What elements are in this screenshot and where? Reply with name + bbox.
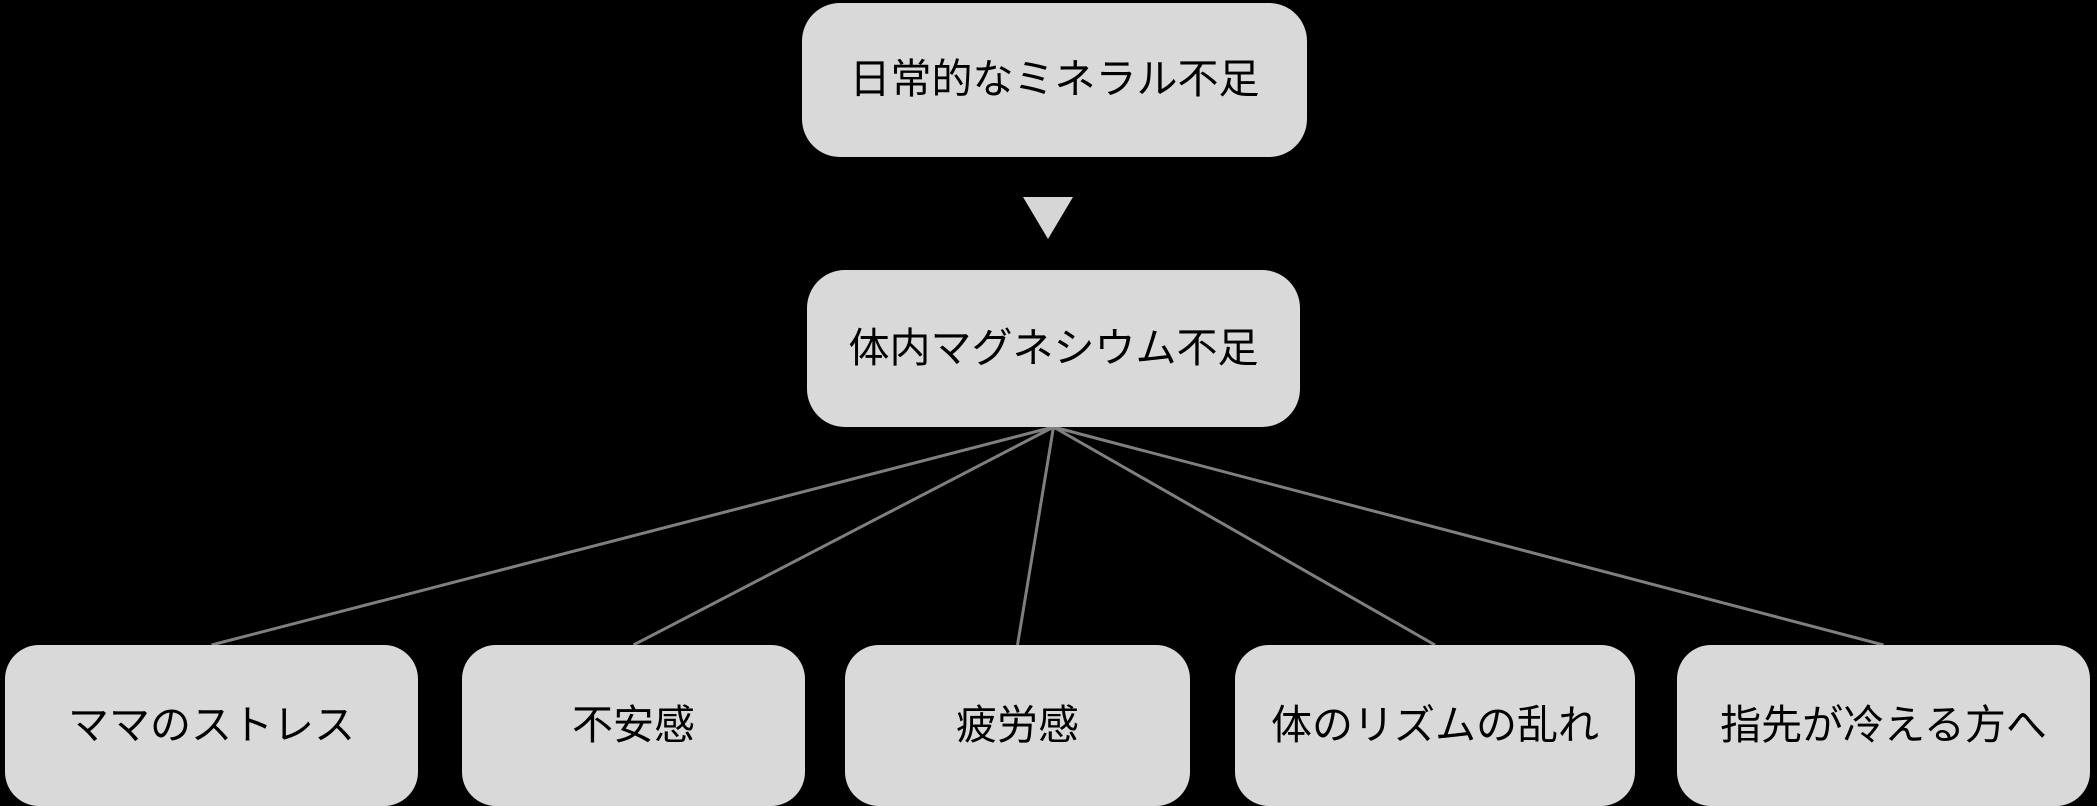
node-label: 体内マグネシウム不足 <box>848 324 1259 371</box>
node-label: 不安感 <box>572 701 695 748</box>
triangle-down-icon <box>1023 197 1073 239</box>
node-magnesium-deficiency: 体内マグネシウム不足 <box>807 270 1300 427</box>
node-fatigue: 疲労感 <box>845 645 1190 806</box>
node-label: ママのストレス <box>68 701 355 748</box>
node-anxiety: 不安感 <box>462 645 805 806</box>
node-cold-fingertips: 指先が冷える方へ <box>1677 645 2090 806</box>
node-daily-mineral-deficiency: 日常的なミネラル不足 <box>802 3 1307 157</box>
node-label: 日常的なミネラル不足 <box>849 56 1260 103</box>
node-body-rhythm-disorder: 体のリズムの乱れ <box>1235 645 1635 806</box>
node-mom-stress: ママのストレス <box>5 645 418 806</box>
node-label: 疲労感 <box>956 701 1079 748</box>
node-label: 指先が冷える方へ <box>1720 701 2047 748</box>
node-label: 体のリズムの乱れ <box>1271 701 1599 748</box>
